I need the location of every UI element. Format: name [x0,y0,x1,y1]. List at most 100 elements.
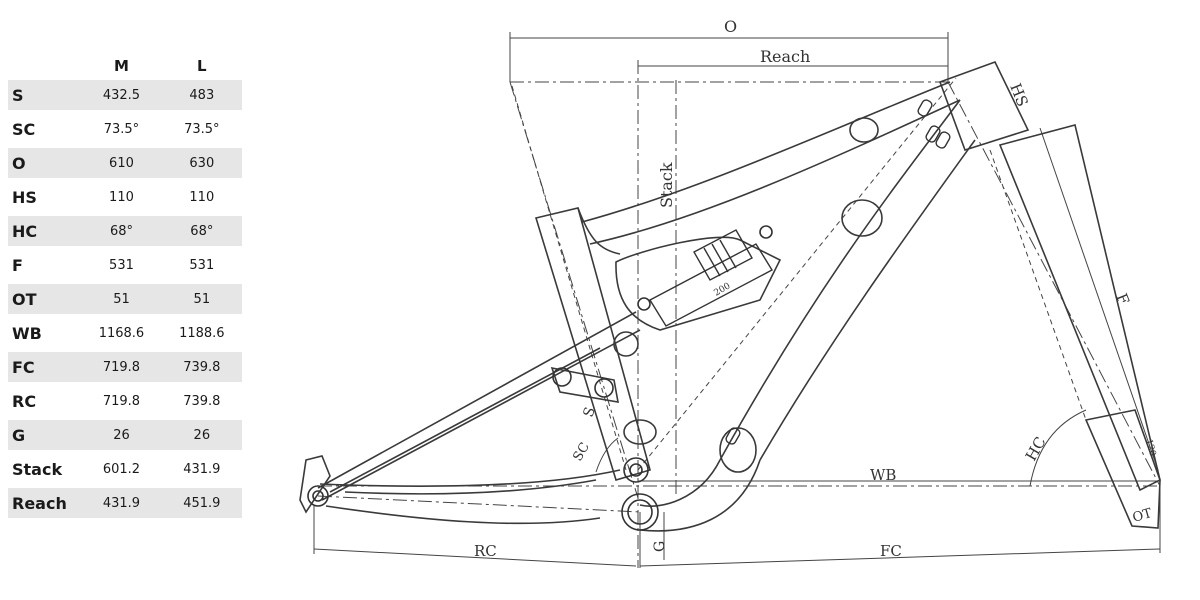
top-tube-lower [589,99,961,245]
cell-m: 432.5 [81,80,162,114]
cell-m: 431.9 [81,488,162,522]
row-label: F [8,250,82,284]
rear-center-axis [317,495,641,513]
row-label: S [8,80,82,114]
table-header-row: M L [8,52,242,80]
bb-shell [639,459,721,507]
pivots [307,225,773,531]
cell-l: 110 [161,182,242,216]
chainstay-inner [344,479,597,495]
shock-coil-3 [719,239,737,269]
row-label: SC [8,114,82,148]
steering-axis-inner [989,149,1087,421]
label-s: S [581,405,599,419]
label-g: G [652,541,668,552]
cell-l: 483 [161,80,242,114]
label-rc: RC [474,542,497,560]
rc-dimension-line [313,548,637,567]
cell-l: 739.8 [161,352,242,386]
cell-l: 630 [161,148,242,182]
row-label: FC [8,352,82,386]
seat-cluster-window [613,331,639,357]
head-tube [938,61,1030,151]
seat-tube [534,207,651,481]
shock-body [649,243,773,327]
seat-angle-guide [511,85,627,471]
seatstay [317,311,637,489]
label-ot: OT [1131,506,1154,526]
main-pivot [623,457,649,483]
row-label: HC [8,216,82,250]
down-tube [719,99,961,461]
row-label: G [8,420,82,454]
seatstay-lower [321,329,641,501]
column-header-m: M [114,57,129,75]
main-pivot-inner [629,463,643,477]
down-tube-lower [759,139,976,461]
row-label: OT [8,284,82,318]
label-wb: WB [870,466,896,484]
row-label: HS [8,182,82,216]
frame-window-lower [719,427,757,473]
column-header-l: L [197,57,207,75]
cell-l: 739.8 [161,386,242,420]
cell-m: 26 [81,420,162,454]
row-label: O [8,148,82,182]
label-fc: FC [880,542,902,560]
row-label: Stack [8,454,82,488]
cell-m: 719.8 [81,352,162,386]
label-stack: Stack [657,162,676,208]
fork-lower [1084,409,1161,529]
row-label: RC [8,386,82,420]
cable-port-1 [917,99,933,117]
seat-tube-axis [509,81,639,499]
link-pivot-front [552,367,572,387]
label-o: O [724,17,737,36]
fork-stanchion [998,124,1161,492]
cell-m: 610 [81,148,162,182]
shock-upper-eye [759,225,773,239]
top-tube [581,81,951,223]
fc-dimension-line [639,548,1161,567]
chainstay [319,469,621,487]
row-label: Reach [8,488,82,522]
cell-l: 531 [161,250,242,284]
chainstay-lower [325,505,601,525]
cell-l: 68° [161,216,242,250]
label-fork-travel: 120 [1143,438,1157,457]
label-hs: HS [1006,81,1031,109]
label-reach: Reach [760,47,810,66]
link-pivot-rear [594,378,614,398]
label-hc: HC [1022,434,1050,464]
sc-angle-arc [595,437,619,473]
cell-m: 719.8 [81,386,162,420]
top-tube-port [849,117,879,143]
shock-coil-1 [703,247,721,277]
shock-mount-plate [615,236,782,331]
top-diagonal-guide [637,77,957,471]
cell-m: 73.5° [81,114,162,148]
cell-l: 51 [161,284,242,318]
shock-coil-2 [711,243,729,273]
hc-angle-arc [1029,409,1087,487]
frame-outline [299,61,1161,532]
rear-dropout [299,455,331,514]
cell-l: 73.5° [161,114,242,148]
cable-port-3 [935,131,951,149]
rear-axle-inner [312,490,324,502]
frame-window-upper [841,199,883,237]
cell-l: 1188.6 [161,318,242,352]
cable-ports [725,99,951,445]
cell-m: 1168.6 [81,318,162,352]
